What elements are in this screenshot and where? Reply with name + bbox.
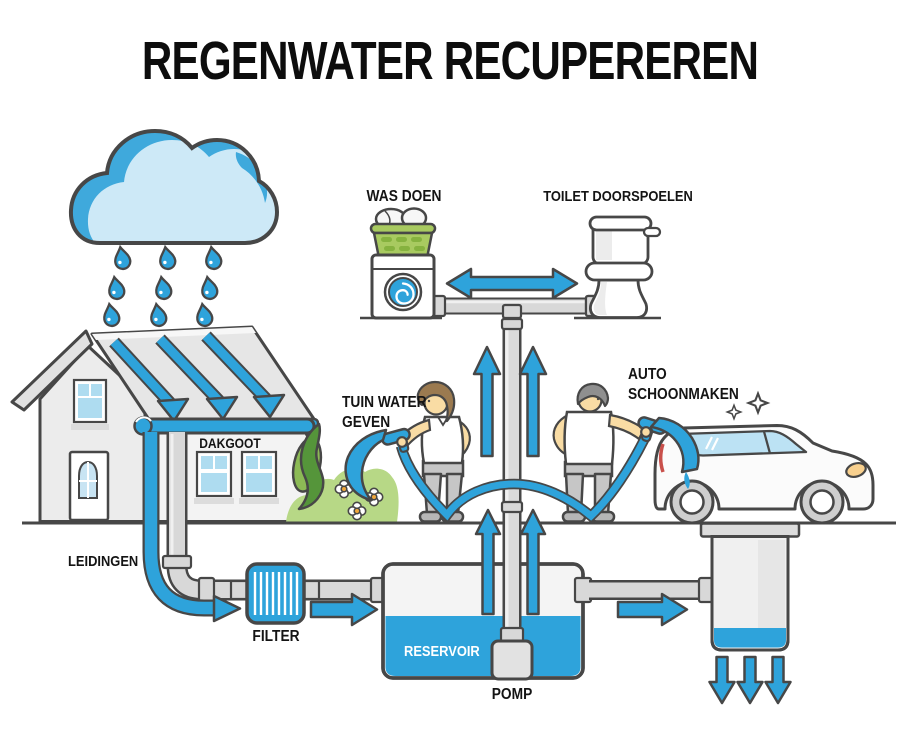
up-arrows-below-ground (474, 508, 547, 616)
transfer-arrow (445, 267, 579, 300)
page-title: REGENWATER RECUPEREREN (141, 31, 759, 91)
label-was-doen: WAS DOEN (366, 188, 442, 205)
facade-window-right (239, 450, 279, 504)
roof-water-arrows (109, 331, 286, 423)
sparkle-icon (726, 404, 742, 420)
up-arrows-above-ground (472, 345, 548, 458)
infiltration-arrows (708, 655, 792, 705)
label-dakgoot: DAKGOOT (199, 435, 261, 451)
rain-drops (100, 244, 224, 329)
washing-machine-icon (369, 207, 437, 320)
filter-icon (229, 562, 321, 625)
riser-pipe (500, 303, 524, 634)
pump-icon (490, 626, 534, 681)
woman-hand (396, 436, 408, 448)
car-wash-stream (649, 416, 700, 489)
label-filter: FILTER (252, 628, 300, 645)
laundry-basket-icon (369, 207, 437, 260)
rain-cloud-icon (68, 128, 280, 245)
man-hand (640, 426, 652, 438)
flow-arrow-reservoir-to-well (616, 592, 689, 627)
watering-stream (344, 428, 388, 502)
flow-arrow-filter-to-reservoir (309, 592, 379, 627)
label-auto-schoonmaken-line2: SCHOONMAKEN (628, 386, 739, 403)
man-washing-figure (552, 382, 646, 523)
label-pomp: POMP (491, 686, 533, 703)
label-tuin-water-geven-line1: TUIN WATER (342, 394, 427, 411)
house-icon (10, 325, 320, 523)
label-toilet-doorspoelen: TOILET DOORSPOELEN (543, 188, 693, 205)
garden-hose (395, 435, 650, 524)
car-icon (653, 392, 875, 525)
overflow-pipe (589, 576, 716, 604)
infiltration-well (699, 522, 801, 705)
garden-plants (286, 422, 399, 522)
facade-window-left (194, 450, 234, 504)
label-tuin-water-geven-line2: GEVEN (342, 414, 391, 431)
label-auto-schoonmaken-line1: AUTO (628, 366, 667, 383)
sparkle-icon (747, 392, 769, 414)
toilet-icon (584, 215, 662, 319)
gable-window (71, 378, 109, 430)
downpipe-water-flow (142, 432, 242, 623)
label-reservoir: RESERVOIR (404, 643, 480, 660)
front-door (68, 450, 110, 522)
label-leidingen: LEIDINGEN (68, 553, 139, 570)
